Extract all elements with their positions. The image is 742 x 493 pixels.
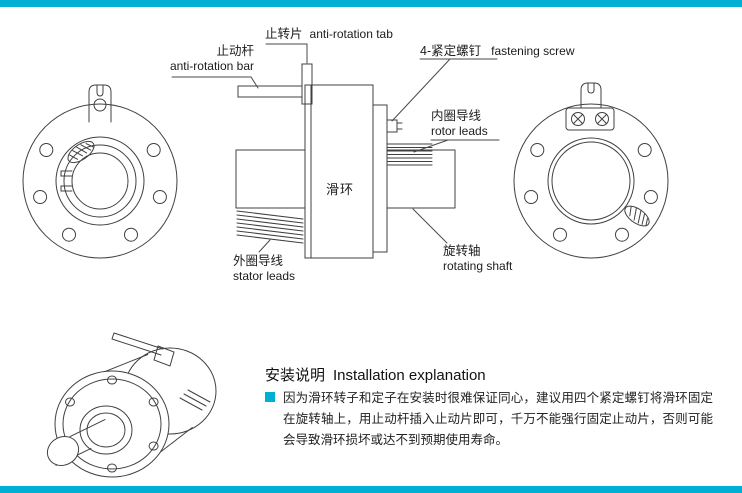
label-stator-leads-cn: 外圈导线 <box>233 254 284 268</box>
screw-plate <box>565 107 615 131</box>
label-anti-rotation-bar: 止动杆 anti-rotation bar <box>158 44 254 74</box>
label-fastening-screw-cn: 4-紧定螺钉 <box>420 44 482 58</box>
bolt-hole <box>124 227 138 242</box>
hub-notch-detail <box>60 170 73 192</box>
bolt-hole <box>615 227 629 242</box>
anti-rotation-bar-shape <box>237 85 303 98</box>
bolt-hole <box>643 190 658 204</box>
label-rotating-shaft-cn: 旋转轴 <box>443 244 481 258</box>
label-rotor-leads-en: rotor leads <box>431 124 488 138</box>
clevis-bracket <box>88 84 112 123</box>
slip-ring-body <box>304 84 374 259</box>
screw-icon <box>571 112 585 126</box>
bolt-hole <box>107 375 117 385</box>
screw-icon <box>595 112 609 126</box>
bolt-hole <box>107 463 117 473</box>
top-accent-bar <box>0 0 742 7</box>
label-slip-ring: 滑环 <box>326 182 355 197</box>
bolt-hole <box>39 143 54 157</box>
bottom-accent-bar <box>0 486 742 493</box>
anti-rotation-bar-3d <box>111 332 175 367</box>
label-stator-leads-en: stator leads <box>233 269 296 283</box>
label-anti-rotation-bar-en: anti-rotation bar <box>169 59 254 73</box>
fastening-screw-shape <box>386 119 403 133</box>
bolt-hole <box>148 397 159 407</box>
label-fastening-screw: 4-紧定螺钉 fastening screw <box>420 44 575 59</box>
right-flange-front-view <box>513 82 669 259</box>
lead-wires-detail <box>179 389 211 411</box>
bolt-hole <box>62 227 76 242</box>
stator-leads-wires <box>236 210 304 244</box>
label-anti-rotation-tab: 止转片 anti-rotation tab <box>265 27 393 42</box>
bolt-hole <box>146 143 161 157</box>
installation-explanation-title: 安装说明 Installation explanation <box>265 364 486 385</box>
installation-explanation-title-en: Installation explanation <box>333 367 486 384</box>
leader-anti-rotation-bar <box>171 76 259 89</box>
slip-ring-side-view <box>235 63 456 259</box>
leader-fastening-screw <box>391 58 498 122</box>
mounting-flange <box>372 104 388 253</box>
bolt-hole <box>152 190 167 204</box>
anti-rotation-tab-front <box>624 205 650 227</box>
label-rotating-shaft: 旋转轴 rotating shaft <box>443 244 512 274</box>
bolt-hole <box>524 190 539 204</box>
anti-rotation-tab-shape <box>301 63 313 105</box>
anti-rotation-tab-front <box>67 140 95 164</box>
label-anti-rotation-bar-cn: 止动杆 <box>216 44 254 58</box>
leader-rotor-leads <box>413 139 500 153</box>
label-anti-rotation-tab-en: anti-rotation tab <box>309 27 393 41</box>
shaft-left <box>235 149 306 209</box>
installation-explanation-body: 因为滑环转子和定子在安装时很难保证同心，建议用四个紧定螺钉将滑环固定在旋转轴上，… <box>283 391 713 447</box>
bolt-hole <box>530 143 545 157</box>
leader-rotating-shaft <box>412 208 448 244</box>
label-fastening-screw-en: fastening screw <box>491 44 575 58</box>
leader-lines <box>171 43 500 253</box>
label-rotating-shaft-en: rotating shaft <box>443 259 513 273</box>
label-anti-rotation-tab-cn: 止转片 <box>265 27 303 41</box>
leader-stator-leads <box>258 239 271 253</box>
bolt-hole <box>553 227 567 242</box>
bolt-hole <box>148 441 159 451</box>
clevis-bracket <box>580 82 602 109</box>
rotor-leads-wires <box>386 143 433 166</box>
bolt-hole <box>33 190 48 204</box>
bolt-hole <box>65 397 75 407</box>
shaft-right <box>386 149 456 209</box>
bolt-hole <box>637 143 652 157</box>
installation-explanation-title-cn: 安装说明 <box>265 367 326 384</box>
left-flange-front-view <box>22 84 178 259</box>
leader-anti-rotation-tab <box>265 43 308 64</box>
isometric-assembly-view <box>46 332 217 478</box>
label-stator-leads: 外圈导线 stator leads <box>233 254 295 284</box>
label-rotor-leads: 内圈导线 rotor leads <box>431 109 488 139</box>
bullet-square-icon <box>265 392 275 402</box>
label-rotor-leads-cn: 内圈导线 <box>431 109 482 123</box>
